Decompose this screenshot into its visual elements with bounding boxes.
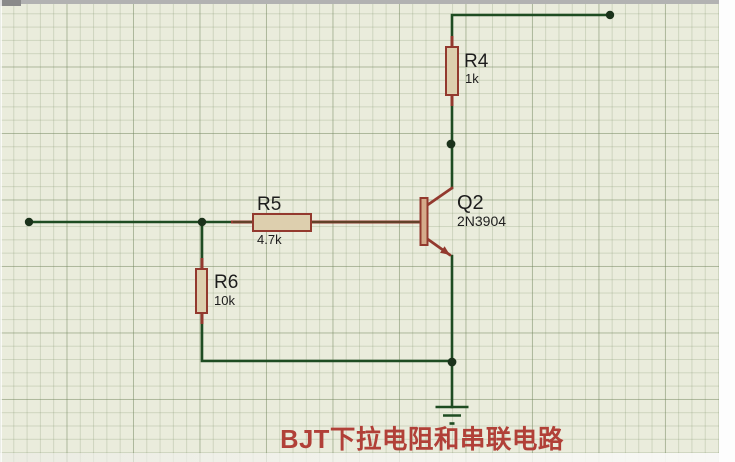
junction-dot-collector — [446, 139, 456, 149]
resistor-r6-body — [195, 268, 208, 314]
grid-paper — [0, 0, 719, 462]
caption-title: BJT下拉电阻和串联电路 — [280, 425, 564, 454]
resistor-r5-body — [252, 213, 312, 232]
ground-symbol — [435, 405, 469, 425]
q2-emitter-arrow — [440, 246, 450, 255]
junction-dots — [24, 10, 615, 367]
terminal-dot-top-right — [605, 10, 615, 20]
r6-value-label: 10k — [214, 293, 235, 308]
r4-ref-label: R4 — [464, 51, 489, 72]
r5-value-label: 4.7k — [257, 232, 282, 247]
resistor-r4-body — [445, 46, 459, 96]
top-border-bar — [0, 0, 719, 4]
q2-ref-label: Q2 — [457, 192, 484, 214]
wire-vcc-top — [450, 13, 612, 49]
left-white-edge — [0, 0, 2, 462]
component-labels: R4 1k R5 4.7k R6 10k Q2 2N3904 — [214, 51, 506, 308]
transistor-q2-symbol — [419, 186, 454, 257]
top-border-left-cap — [0, 0, 21, 6]
r5-ref-label: R5 — [257, 194, 281, 215]
r4-value-label: 1k — [465, 71, 479, 86]
q2-base-bar — [419, 197, 429, 246]
q2-collector-lead — [426, 186, 454, 207]
wire-r6-bottom-to-emitter — [200, 311, 454, 363]
pin-stubs — [200, 36, 454, 324]
resistors — [195, 46, 459, 314]
junction-dot-base-branch — [197, 217, 207, 227]
wires — [27, 13, 612, 409]
r6-ref-label: R6 — [214, 272, 238, 293]
bottom-border-strip — [0, 453, 719, 462]
junction-dot-emitter — [447, 357, 457, 367]
terminal-dot-left — [24, 217, 34, 227]
q2-value-label: 2N3904 — [457, 213, 506, 229]
right-white-margin — [719, 0, 735, 462]
